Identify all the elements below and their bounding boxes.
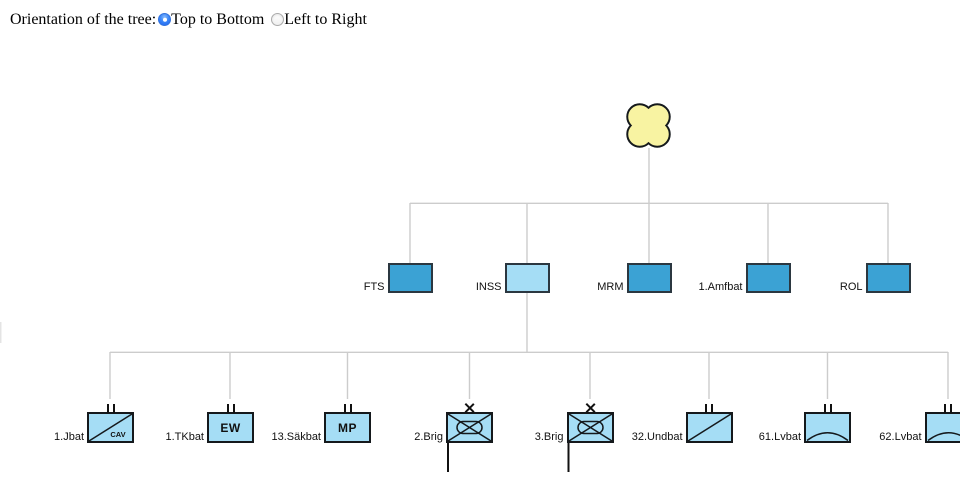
node-label: 61.Lvbat [758,431,801,443]
tree-node-61lvbat[interactable]: 61.Lvbat [759,404,851,443]
node-label: 1.Amfbat [698,281,743,293]
node-label: FTS [363,281,385,293]
tree-node-mrm[interactable]: MRM [597,263,672,293]
quatrefoil-icon [626,103,671,148]
symbol-text: MP [338,420,357,435]
battalion-echelon-icon [823,404,832,413]
battalion-echelon-icon [106,404,115,413]
radio-top-to-bottom-label[interactable]: Top to Bottom [171,11,265,28]
orientation-label: Orientation of the tree: [10,11,157,28]
air-defense-symbol-icon [806,432,849,441]
level2-connectors [109,293,949,399]
tree-node-1amfbat[interactable]: 1.Amfbat [698,263,791,293]
node-label: 3.Brig [534,431,564,443]
node-label: INSS [475,281,502,293]
air-defense-symbol-icon [927,432,960,441]
tree-node-3brig[interactable]: 3.Brig [535,402,614,443]
recon-symbol-icon [687,414,731,441]
node-label: 1.TKbat [165,431,204,443]
symbol-text: CAV [110,430,125,439]
node-label: 13.Säkbat [271,431,321,443]
battalion-echelon-icon [944,404,952,413]
orientation-control: Orientation of the tree: Top to Bottom Lef… [10,11,367,29]
brigade-echelon-icon [464,402,475,413]
tree-node-inss[interactable]: INSS [476,263,550,293]
mech-infantry-symbol-icon [568,414,612,441]
tree-node-62lvbat[interactable]: 62.Lvbat [879,404,960,443]
tree-node-13sakbat[interactable]: MP 13.Säkbat [271,404,371,443]
level1-connectors [409,148,889,263]
clipped-edge-artifact [0,322,2,343]
tree-node-32undbat[interactable]: 32.Undbat [632,404,733,443]
node-label: ROL [839,281,863,293]
tree-node-1jbat[interactable]: CAV 1.Jbat [54,404,134,443]
radio-left-to-right-label[interactable]: Left to Right [284,11,367,28]
node-label: 1.Jbat [54,431,84,443]
symbol-text: EW [220,420,241,435]
brigade-staff-lines [447,442,570,472]
tree-node-1tkbat[interactable]: EW 1.TKbat [165,404,254,443]
cavalry-symbol-icon: CAV [89,414,132,441]
node-label: 32.Undbat [631,431,683,443]
tree-node-rol[interactable]: ROL [840,263,911,293]
radio-top-to-bottom[interactable] [158,13,172,26]
node-label: 2.Brig [414,431,443,443]
tree-node-fts[interactable]: FTS [364,263,433,293]
brigade-echelon-icon [585,402,596,413]
battalion-echelon-icon [226,404,235,413]
tree-node-root[interactable] [626,103,671,148]
battalion-echelon-icon [343,404,352,413]
mech-infantry-symbol-icon [448,414,491,441]
tree-node-2brig[interactable]: 2.Brig [414,402,493,443]
node-label: MRM [597,281,624,293]
radio-left-to-right[interactable] [271,13,285,26]
node-label: 62.Lvbat [879,431,922,443]
battalion-echelon-icon [705,404,713,413]
